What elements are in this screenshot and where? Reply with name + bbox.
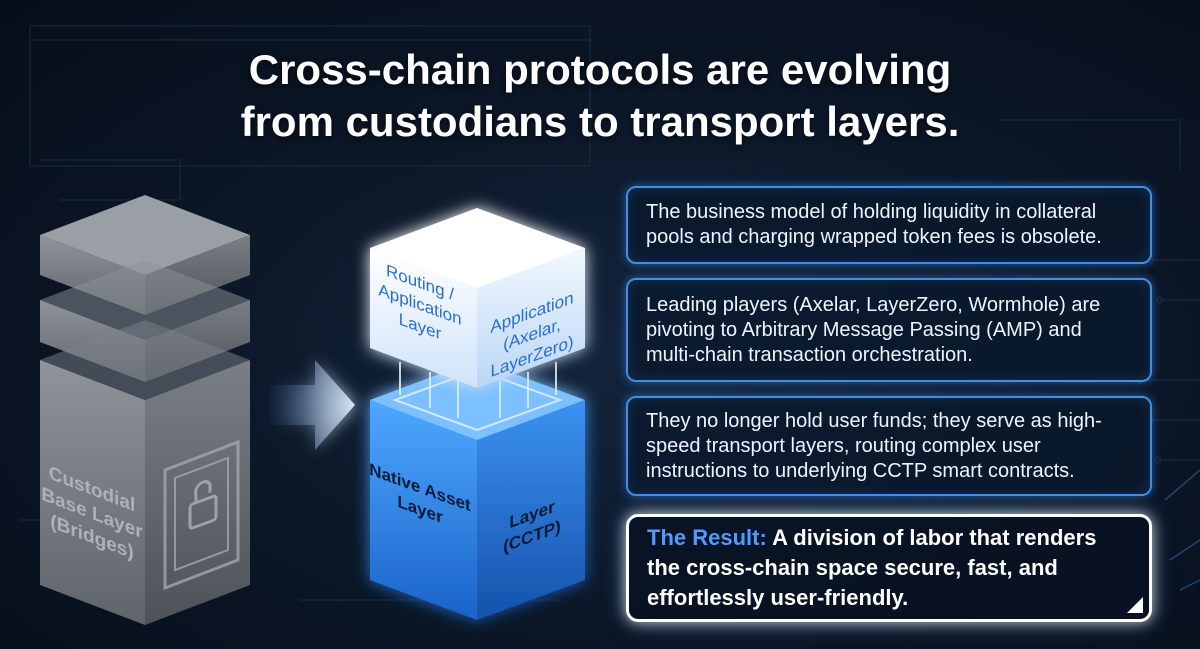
gray-base-right (145, 360, 250, 625)
result-label: The Result: (647, 525, 773, 550)
info-card-3-text: They no longer hold user funds; they ser… (646, 409, 1102, 482)
transition-arrow (270, 360, 355, 450)
white-cube-left (370, 248, 477, 388)
blue-cube-right (477, 400, 585, 620)
custodial-stack: Custodial Base Layer (Bridges) (40, 195, 250, 625)
blue-cube-left (370, 400, 477, 620)
connector-lines (399, 362, 557, 418)
info-card-1-text: The business model of holding liquidity … (646, 201, 1102, 248)
result-text: A division of labor that renders the cro… (647, 525, 1097, 610)
info-card-1: The business model of holding liquidity … (626, 186, 1152, 264)
info-card-2-text: Leading players (Axelar, LayerZero, Worm… (646, 293, 1101, 366)
routing-cube (370, 208, 585, 388)
lock-safe-icon (163, 439, 240, 591)
gray-slab-mid-top (40, 260, 250, 340)
page-title: Cross-chain protocols are evolving from … (0, 44, 1200, 148)
title-line-1: Cross-chain protocols are evolving (248, 46, 952, 93)
info-card-3: They no longer hold user funds; they ser… (626, 396, 1152, 496)
blue-cube-top (370, 360, 585, 440)
title-line-2: from custodians to transport layers. (240, 98, 960, 145)
gray-base-left (40, 360, 145, 625)
corner-triangle-icon (1127, 597, 1143, 613)
white-cube-right (477, 248, 585, 388)
result-card: The Result: A division of labor that ren… (626, 514, 1152, 622)
info-card-2: Leading players (Axelar, LayerZero, Worm… (626, 278, 1152, 382)
native-asset-cube (370, 360, 585, 620)
white-cube-top (370, 208, 585, 288)
result-card-content: The Result: A division of labor that ren… (647, 523, 1131, 613)
gray-base-top (40, 320, 250, 400)
